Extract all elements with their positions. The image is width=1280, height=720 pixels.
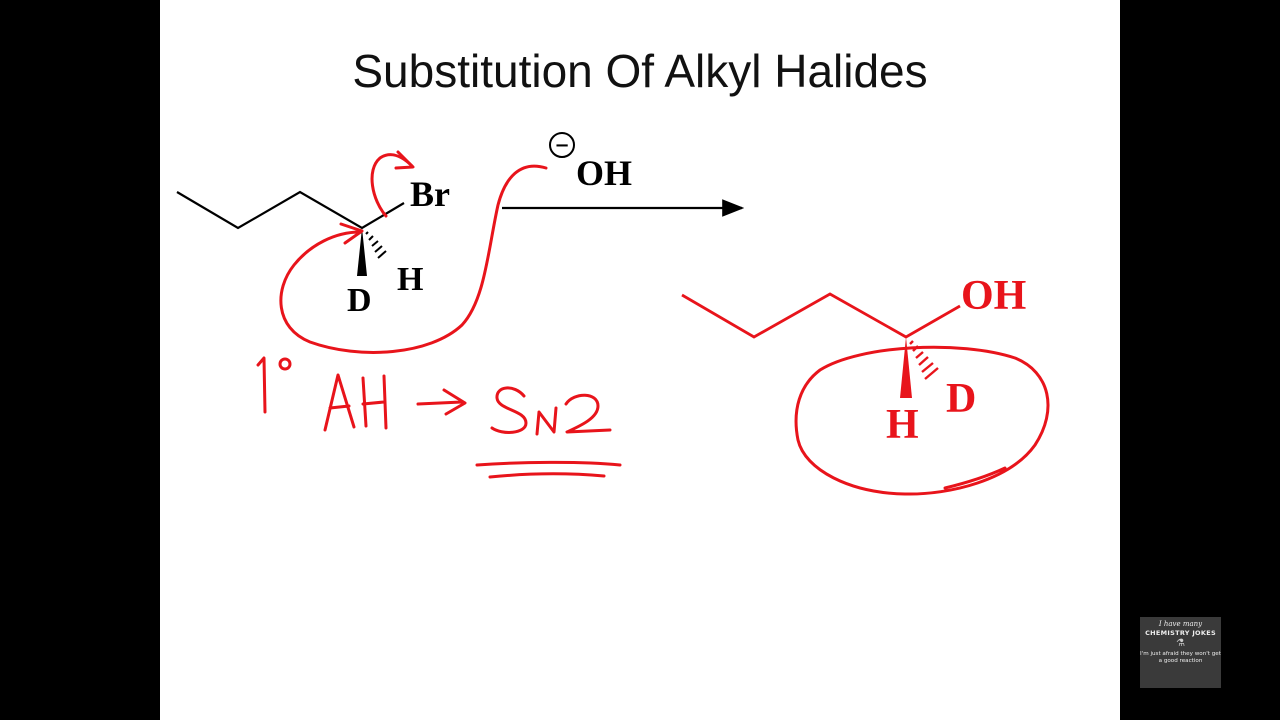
leaving-group-arrowhead xyxy=(394,150,415,170)
badge-line-3: I'm just afraid they won't get a good re… xyxy=(1140,651,1221,664)
reagent-group: − OH xyxy=(502,132,745,217)
reagent-nucleophile: OH xyxy=(576,153,632,193)
annotation-letter-a xyxy=(323,373,356,432)
annotation-one xyxy=(256,356,267,414)
annotation-letter-n xyxy=(535,406,558,436)
product-highlight-circle xyxy=(794,345,1050,496)
reactant-molecule: Br D H xyxy=(176,174,450,319)
leaving-group-curved-arrow xyxy=(370,153,414,218)
reactant-dash-label: H xyxy=(397,261,423,298)
badge-line-1: I have many xyxy=(1158,620,1203,628)
annotation-underline xyxy=(475,460,622,479)
product-wedge-bond xyxy=(900,337,912,398)
nucleophile-attack-arrow xyxy=(279,164,548,354)
reactant-dash-bond xyxy=(365,231,387,259)
annotation-letter-h xyxy=(361,374,388,430)
negative-charge-circle xyxy=(549,132,575,158)
annotation-arrow xyxy=(416,388,467,416)
product-chain xyxy=(681,292,961,339)
annotation-digit-two xyxy=(564,393,612,434)
product-dash-label: D xyxy=(946,376,976,422)
nucleophile-attack-arrowhead xyxy=(339,222,364,245)
reactant-wedge-label: D xyxy=(347,282,372,319)
slide: Substitution Of Alkyl Halides xyxy=(160,0,1120,720)
reactant-wedge-bond xyxy=(357,228,367,276)
annotation-degree xyxy=(278,357,292,371)
slide-title: Substitution Of Alkyl Halides xyxy=(352,45,928,97)
chemistry-jokes-badge: I have many CHEMISTRY JOKES ⚗ I'm just a… xyxy=(1140,617,1221,688)
product-wedge-label: H xyxy=(886,402,919,448)
handwritten-annotations xyxy=(256,150,1050,496)
flask-icon: ⚗ xyxy=(1176,638,1185,649)
negative-charge-sign: − xyxy=(554,135,569,156)
reactant-chain xyxy=(176,190,405,230)
product-nucleophile: OH xyxy=(961,273,1026,319)
reactant-leaving-group: Br xyxy=(410,174,450,214)
badge-line-2: CHEMISTRY JOKES xyxy=(1145,629,1216,637)
product-molecule: OH H D xyxy=(681,273,1026,448)
annotation-letter-s xyxy=(490,386,528,434)
